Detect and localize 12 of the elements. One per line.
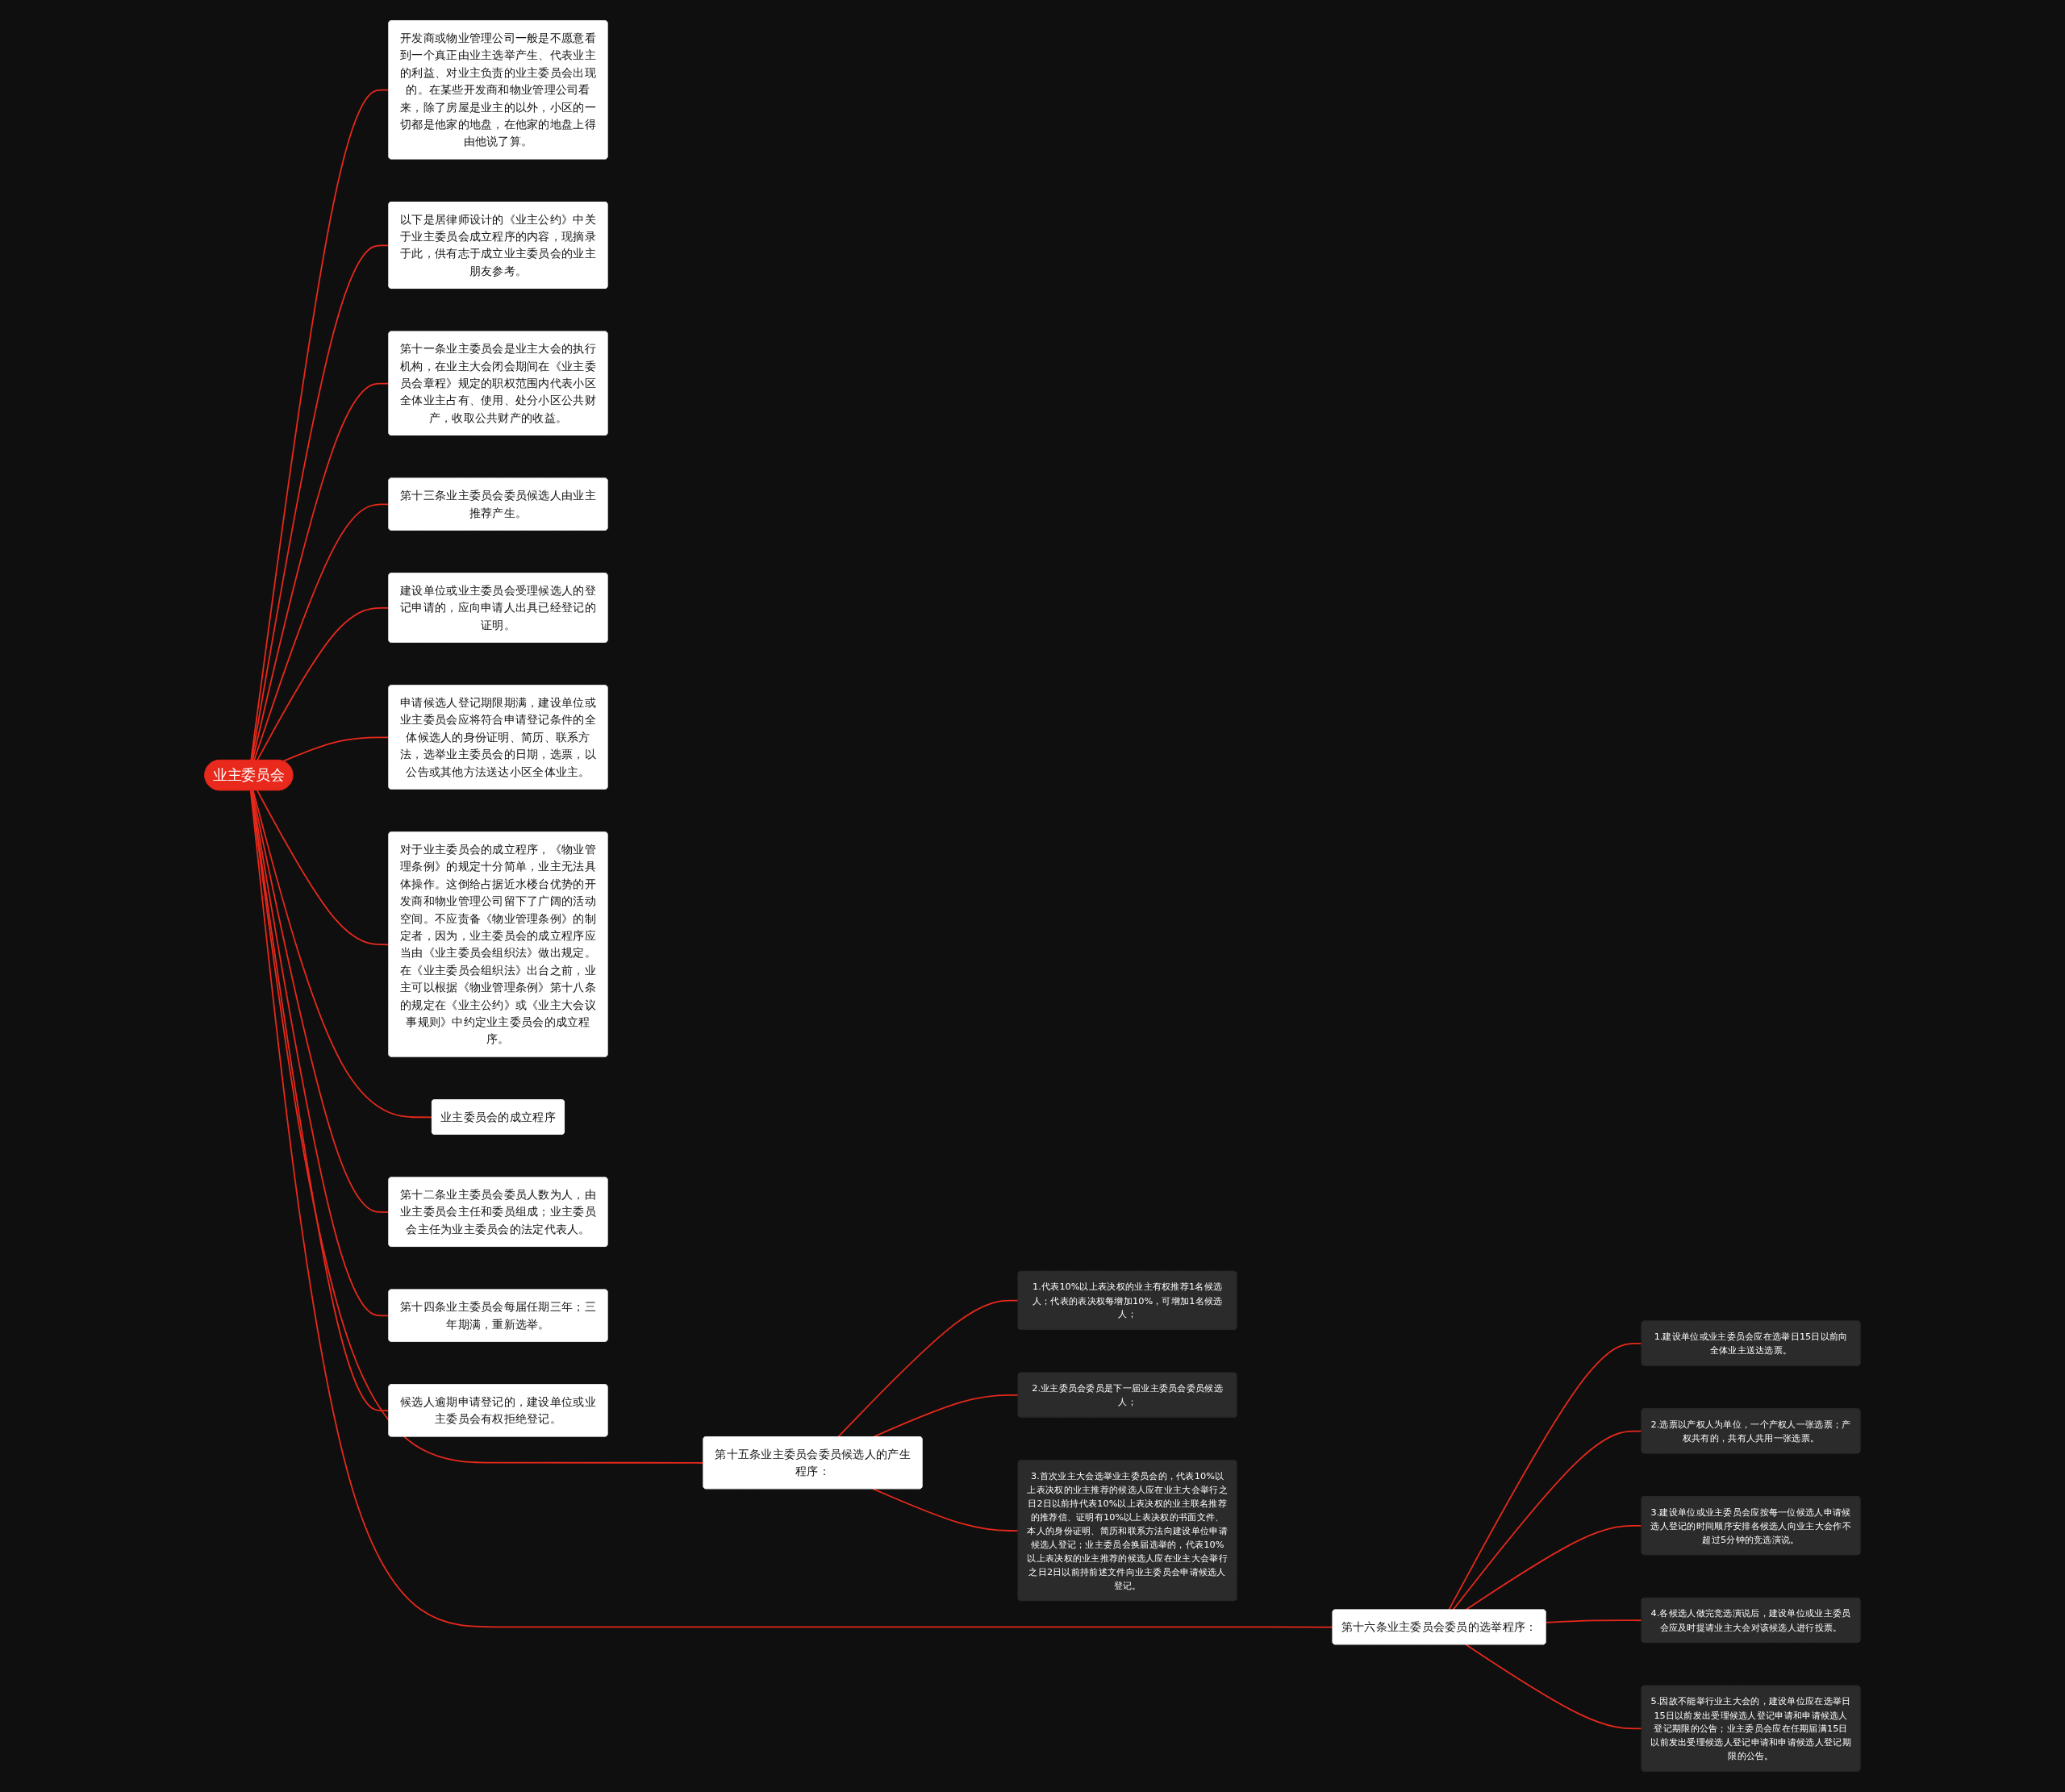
connector: [837, 1299, 1020, 1438]
mind-map: 业主委员会 开发商或物业管理公司一般是不愿意看到一个真正由业主选举产生、代表业主的利益、对业主负责的业主委员会出现的。在某些开发商和物业管理公司看来，除了房屋是业主的以外，小区的一切都是他家的地盘，在他家的地盘上得由他说了算。 以下是居律师设计的《业主公约》中关于业主委员会成立程序的内容，现摘录于此，供有志于成立业主委员会的业主朋友参考。 第十一条业主委员会是业主大会的执行机构，在业主大会闭会期间在《业主委员会章程》规定的职权范围内代表小区全体业主占有、使用、处分小区公共财产，收取公共财产的收益。 第十三条业主委员会委员候选人由业主推荐产生。 第十五条业主委员会委员候选人的产生程序： 1.代表10%以上表决权的业主有权推荐1名候选人；代表的表决权每增加10%，可增加1名候选人； 2.业主委员会委员是下一届业主委员会委员候选人； 3.首次业主大会选举业主委员会的，代表10%以上表决权的业主推荐的候选人应在业主大会举行之日2日以前持代表10%以上表决权的业主联名推荐的推荐信、证明有10%以上表决权的书面文件、本人的身份证明、简历和联系方法向建设单位申请候选人登记；业主委员会换届选举的，代表10%以上表决权的业主推荐的候选人应在业主大会举行之日2日以前持前述文件向业主委员会申请候选人登记。 建设单位或业主委员会受理候选人的登记申请的，应向申请人出具已经登记的证明。 申请候选人登记期限期满，建设单位或业主委员会应将符合申请登记条件的全体候选人的身份证明、简历、联系方法，选举业主委员会的日期，选票，以公告或其他方法送达小区全体业主。 对于业主委员会的成立程序，《物业管理条例》的规定十分简单，业主无法具体操作。这倒给占据近水楼台优势的开发商和物业管理公司留下了广阔的活动空间。不应责备《物业管理条例》的制定者，因为，业主委员会的成立程序应当由《业主委员会组织法》做出规定。在《业主委员会组织法》出台之前，业主可以根据《物业管理条例》第十八条的规定在《业主公约》或《业主大会议事规则》中约定业主委员会的成立程序。 业主委员会的成立程序 第十二条业主委员会委员人数为人，由业主委员会主任和委员组成；业主委员会主任为业主委员会的法定代表人。 第十四条业主委员会每届任期三年；三年期满，重新选举。 候选人逾期申请登记的，建设单位或业主委员会有权拒绝登记。 第十六条业主委员会委员的选举程序： 1.建设单位或业主委员会应在选举日15日以前向全体业主送达选票。 2.选票以产权人为单位，一个产权人一张选票；产权共有的，共有人共用一张选票。 3.建设单位或业主委员会应按每一位候选人申请候选人登记的时间顺序安排各候选人向业主大会作不超过5分钟的竞选演说。 4.各候选人做完竞选演说后，建设单位或业主委员会应及时提请业主大会对该候选人进行投票。 5.因故不能举行业主大会的，建设单位应在选举日15日以前发出受理候选人登记申请和申请候选人登记期限的公告；业主委员会应在任期届满15日以前发出受理候选人登记申请和申请候选人登记期限的公告。: [201, 17, 1864, 1775]
connector: [1465, 1644, 1643, 1730]
connector: [250, 790, 705, 1464]
connector: [872, 1488, 1020, 1532]
connector: [1545, 1619, 1643, 1623]
connector: [249, 790, 1334, 1628]
connector: [252, 790, 433, 1119]
connector: [1448, 1342, 1643, 1611]
connector: [872, 1394, 1020, 1438]
connector: [1452, 1430, 1643, 1611]
connector: [1465, 1525, 1643, 1611]
